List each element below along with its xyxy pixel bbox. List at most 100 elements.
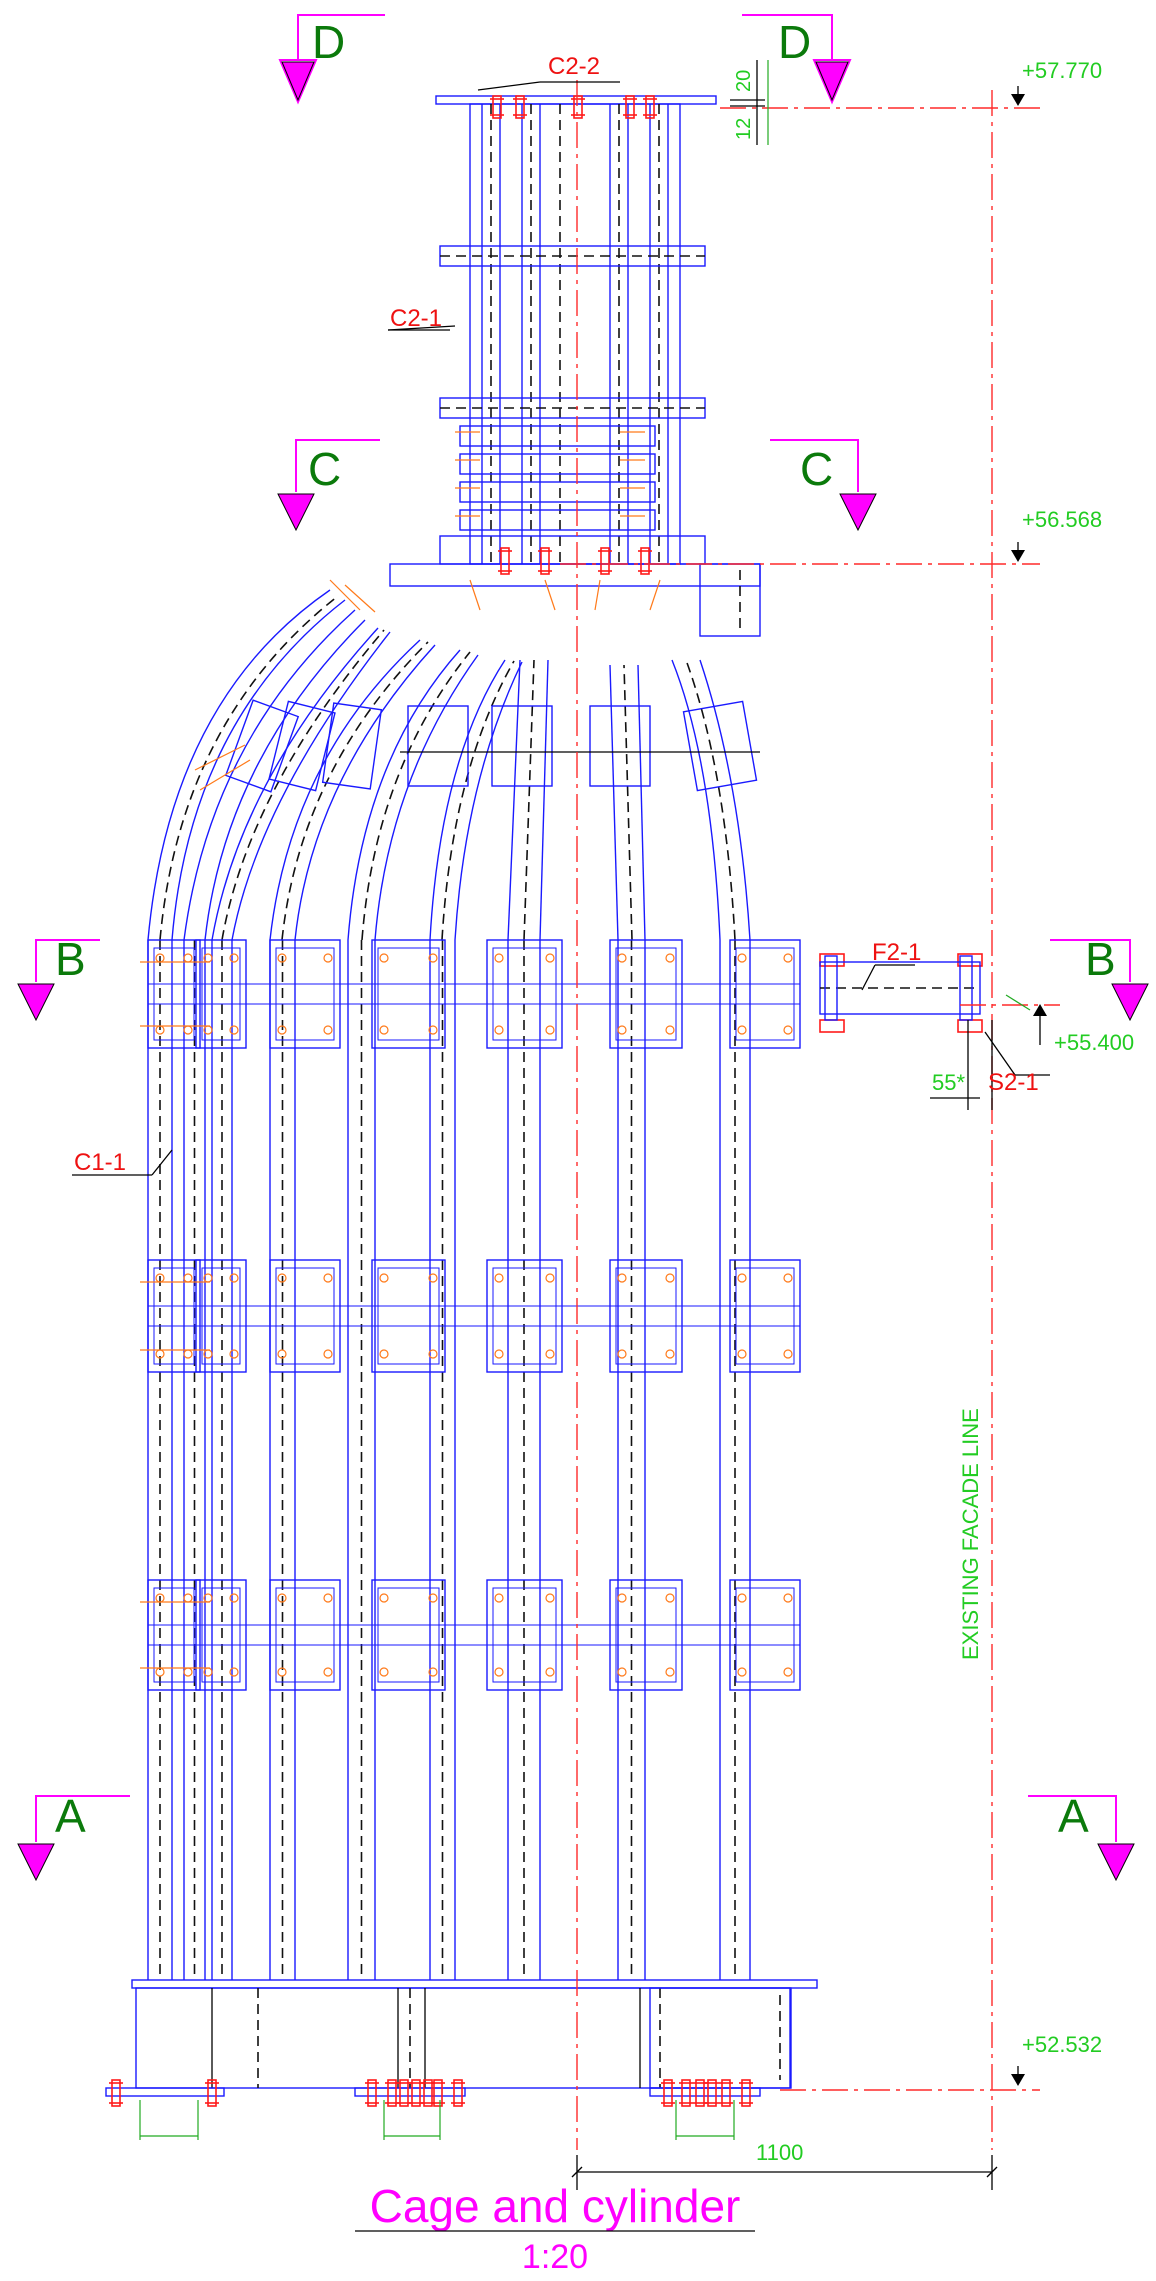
node-plate-inner: [153, 1587, 195, 1683]
node-plate: [147, 1259, 201, 1373]
node-plate: [371, 1259, 446, 1373]
plate-bolt: [783, 1593, 793, 1603]
node-plate-inner: [201, 947, 241, 1041]
node-plate-inner: [275, 1267, 335, 1365]
plate-bolt: [379, 1667, 389, 1677]
node-plate: [609, 1579, 683, 1691]
label-c1-1: C1-1: [74, 1149, 126, 1176]
plate-bolt: [323, 953, 333, 963]
label-c2-2: C2-2: [548, 53, 600, 80]
plate-bolt: [783, 1667, 793, 1677]
dim-12: 12: [733, 118, 755, 140]
node-plate-inner: [201, 1587, 241, 1683]
label-s2-1: S2-1: [988, 1069, 1039, 1096]
bolt: [540, 547, 550, 575]
bolt: [573, 95, 583, 119]
node-plate: [486, 1579, 563, 1691]
node-plate-inner: [492, 1587, 557, 1683]
plate-bolt: [545, 1273, 555, 1283]
base-ring: [105, 1979, 818, 2097]
node-plates: [140, 939, 801, 1691]
section-a-left: A: [55, 1790, 86, 1842]
node-plate: [147, 939, 201, 1049]
plate-bolt: [379, 1593, 389, 1603]
plate-bolt: [277, 1273, 287, 1283]
section-a-right: A: [1058, 1790, 1089, 1842]
section-b-right: B: [1085, 933, 1116, 985]
node-plate: [371, 1579, 446, 1691]
plate-bolt: [183, 1025, 193, 1035]
drawing-texts: D D C C B B A A +57.770 +56.568 +55.400 …: [55, 16, 1134, 2276]
plate-bolt: [229, 1349, 239, 1359]
node-plate-inner: [201, 1267, 241, 1365]
plate-bolt: [229, 1025, 239, 1035]
node-plate-inner: [615, 1587, 677, 1683]
bracket-bolt: [819, 1019, 845, 1033]
plate-bolt: [494, 1349, 504, 1359]
plate-bolt: [379, 1025, 389, 1035]
plate-bolt: [379, 953, 389, 963]
plate-bolt: [545, 1593, 555, 1603]
bolt: [640, 547, 650, 575]
bolt: [111, 2079, 121, 2107]
bolt: [645, 95, 655, 119]
node-plate-inner: [377, 1267, 440, 1365]
bolt: [600, 547, 610, 575]
plate-bolt: [277, 1593, 287, 1603]
bolt: [423, 2079, 433, 2107]
elevation-top: +57.770: [1022, 58, 1102, 83]
bracket-arm: [819, 955, 981, 1021]
plate-bolt: [323, 1273, 333, 1283]
plate-bolt: [183, 953, 193, 963]
plate-bolt: [737, 1667, 747, 1677]
dim-angle: 55*: [932, 1070, 965, 1095]
plate-bolt: [545, 953, 555, 963]
node-plate-inner: [153, 1267, 195, 1365]
bolt: [741, 2079, 751, 2107]
plate-bolt: [665, 1349, 675, 1359]
section-d-left: D: [312, 16, 345, 68]
cage-columns: [147, 940, 751, 1980]
plate-bolt: [428, 1349, 438, 1359]
plate-bolt: [277, 1025, 287, 1035]
node-plate-inner: [492, 947, 557, 1041]
section-markers: [17, 14, 1149, 1882]
section-b-left: B: [55, 933, 86, 985]
bolt: [492, 95, 502, 119]
node-plate: [147, 1579, 201, 1691]
node-plate-inner: [275, 947, 335, 1041]
section-c-right: C: [800, 443, 833, 495]
bracket-bolt: [957, 953, 983, 967]
plate-bolt: [494, 1667, 504, 1677]
node-plate-inner: [615, 1267, 677, 1365]
plate-bolt: [277, 1349, 287, 1359]
bolt: [663, 2079, 673, 2107]
bolt: [453, 2079, 463, 2107]
plate-bolt: [617, 1593, 627, 1603]
bolts: [109, 95, 983, 2107]
label-f2-1: F2-1: [872, 939, 921, 966]
dim-width: 1100: [756, 2140, 803, 2165]
plate-bolt: [428, 1667, 438, 1677]
node-plate-inner: [377, 947, 440, 1041]
plate-bolt: [783, 953, 793, 963]
plate-bolt: [783, 1025, 793, 1035]
label-c2-1: C2-1: [390, 305, 442, 332]
plate-bolt: [229, 953, 239, 963]
plate-bolt: [183, 1593, 193, 1603]
node-plate: [269, 1579, 341, 1691]
node-plate: [269, 1259, 341, 1373]
cage-arches: [147, 589, 751, 941]
plate-bolt: [183, 1273, 193, 1283]
bolt: [695, 2079, 705, 2107]
plate-bolt: [323, 1349, 333, 1359]
plate-bolt: [428, 1025, 438, 1035]
elevation-mid: +56.568: [1022, 507, 1102, 532]
plate-bolt: [665, 1273, 675, 1283]
dim-20: 20: [733, 70, 755, 92]
node-plate: [729, 1579, 801, 1691]
plate-bolt: [428, 1593, 438, 1603]
axis-lines: [560, 80, 1060, 2150]
node-plate: [195, 1579, 247, 1691]
